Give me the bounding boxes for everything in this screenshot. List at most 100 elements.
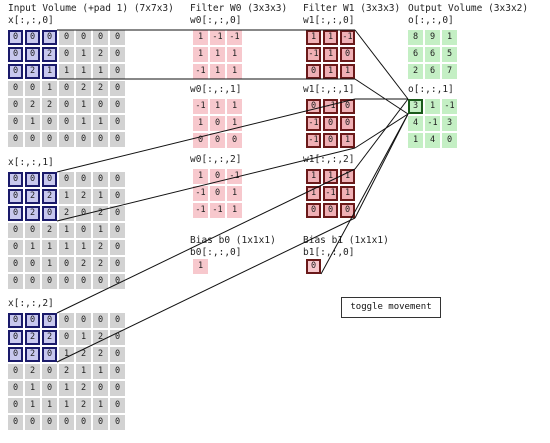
filter-w0-cell: 0 bbox=[210, 116, 225, 131]
input-cell: 2 bbox=[93, 206, 108, 221]
input-cell: 0 bbox=[110, 347, 125, 362]
input-cell: 0 bbox=[8, 223, 23, 238]
input-cell: 0 bbox=[25, 132, 40, 147]
input-cell: 0 bbox=[76, 30, 91, 45]
filter-w0-cell: -1 bbox=[210, 203, 225, 218]
input-cell: 0 bbox=[59, 415, 74, 430]
input-cell: 0 bbox=[76, 223, 91, 238]
filter-w0-cell: 1 bbox=[193, 47, 208, 62]
filter-w1-cell: 0 bbox=[323, 116, 338, 131]
filter-w0-cell: 1 bbox=[193, 116, 208, 131]
input-cell: 0 bbox=[93, 30, 108, 45]
input-cell: 0 bbox=[110, 189, 125, 204]
bias-b1-title: Bias b1 (1x1x1) bbox=[303, 235, 389, 246]
input-cell: 2 bbox=[59, 364, 74, 379]
output-cell: 1 bbox=[425, 99, 440, 114]
input-cell: 1 bbox=[42, 398, 57, 413]
input-cell: 0 bbox=[59, 47, 74, 62]
input-cell: 0 bbox=[8, 206, 23, 221]
output-volume-title: Output Volume (3x3x2) bbox=[408, 3, 529, 14]
filter-w0-cell: 1 bbox=[227, 116, 242, 131]
input-cell: 1 bbox=[76, 364, 91, 379]
filter-w0-cell: -1 bbox=[193, 203, 208, 218]
input-cell: 0 bbox=[42, 115, 57, 130]
input-cell: 0 bbox=[110, 172, 125, 187]
input-cell: 1 bbox=[59, 64, 74, 79]
input-slice-1-label: x[:,:,1] bbox=[8, 157, 54, 168]
input-cell: 0 bbox=[42, 172, 57, 187]
filter-w1-cell: 0 bbox=[340, 47, 355, 62]
input-cell: 0 bbox=[76, 313, 91, 328]
filter-w1-cell: 1 bbox=[340, 169, 355, 184]
filter-w1-cell: 0 bbox=[306, 99, 321, 114]
input-cell: 2 bbox=[25, 364, 40, 379]
input-cell: 0 bbox=[25, 313, 40, 328]
input-cell: 0 bbox=[76, 274, 91, 289]
output-cell: 1 bbox=[442, 30, 457, 45]
input-cell: 0 bbox=[25, 81, 40, 96]
input-cell: 0 bbox=[93, 98, 108, 113]
input-cell: 0 bbox=[42, 206, 57, 221]
input-cell: 0 bbox=[25, 30, 40, 45]
input-cell: 0 bbox=[8, 64, 23, 79]
input-cell: 0 bbox=[42, 313, 57, 328]
filter-w1-cell: 1 bbox=[323, 30, 338, 45]
filter-w1-cell: 0 bbox=[306, 64, 321, 79]
input-cell: 0 bbox=[59, 30, 74, 45]
output-line bbox=[354, 29, 409, 100]
output-cell: 3 bbox=[408, 99, 423, 114]
input-cell: 0 bbox=[110, 81, 125, 96]
input-cell: 1 bbox=[93, 398, 108, 413]
input-cell: 1 bbox=[76, 98, 91, 113]
filter-w1-cell: 0 bbox=[323, 203, 338, 218]
output-cell: -1 bbox=[425, 116, 440, 131]
input-cell: 2 bbox=[25, 98, 40, 113]
input-cell: 0 bbox=[110, 223, 125, 238]
filter-w1-cell: 0 bbox=[340, 116, 355, 131]
filter-w0-cell: 0 bbox=[210, 186, 225, 201]
input-cell: 0 bbox=[25, 274, 40, 289]
input-cell: 2 bbox=[93, 47, 108, 62]
input-cell: 0 bbox=[8, 30, 23, 45]
input-cell: 2 bbox=[59, 206, 74, 221]
input-cell: 0 bbox=[8, 330, 23, 345]
input-cell: 0 bbox=[8, 347, 23, 362]
input-cell: 0 bbox=[59, 98, 74, 113]
input-cell: 0 bbox=[110, 330, 125, 345]
filter-w1-cell: -1 bbox=[340, 30, 355, 45]
input-cell: 0 bbox=[76, 415, 91, 430]
filter-w1-cell: 1 bbox=[306, 169, 321, 184]
input-cell: 0 bbox=[8, 47, 23, 62]
filter-w1-cell: 1 bbox=[323, 169, 338, 184]
filter-w1-cell: 1 bbox=[323, 47, 338, 62]
input-cell: 1 bbox=[76, 115, 91, 130]
filter-w1-slice-1-label: w1[:,:,1] bbox=[303, 84, 355, 95]
input-cell: 0 bbox=[42, 30, 57, 45]
input-cell: 1 bbox=[42, 257, 57, 272]
filter-w0-cell: 0 bbox=[227, 133, 242, 148]
output-line bbox=[354, 113, 409, 219]
input-cell: 0 bbox=[59, 313, 74, 328]
input-cell: 2 bbox=[42, 47, 57, 62]
filter-w1-slice-2-label: w1[:,:,2] bbox=[303, 154, 355, 165]
filter-w0-cell: 1 bbox=[193, 169, 208, 184]
input-cell: 2 bbox=[76, 189, 91, 204]
input-cell: 1 bbox=[59, 398, 74, 413]
input-cell: 0 bbox=[110, 240, 125, 255]
toggle-movement-button[interactable]: toggle movement bbox=[341, 297, 441, 318]
input-cell: 0 bbox=[8, 98, 23, 113]
output-cell: 6 bbox=[425, 64, 440, 79]
filter-w1-cell: -1 bbox=[306, 116, 321, 131]
filter-w0-cell: 1 bbox=[210, 47, 225, 62]
input-cell: 2 bbox=[42, 98, 57, 113]
input-cell: 0 bbox=[8, 274, 23, 289]
input-cell: 2 bbox=[25, 330, 40, 345]
input-cell: 0 bbox=[8, 172, 23, 187]
input-cell: 1 bbox=[25, 115, 40, 130]
filter-w0-cell: -1 bbox=[193, 64, 208, 79]
filter-w0-cell: 1 bbox=[210, 99, 225, 114]
input-cell: 0 bbox=[8, 81, 23, 96]
input-cell: 0 bbox=[59, 81, 74, 96]
filter-w0-cell: -1 bbox=[193, 99, 208, 114]
input-cell: 1 bbox=[93, 189, 108, 204]
